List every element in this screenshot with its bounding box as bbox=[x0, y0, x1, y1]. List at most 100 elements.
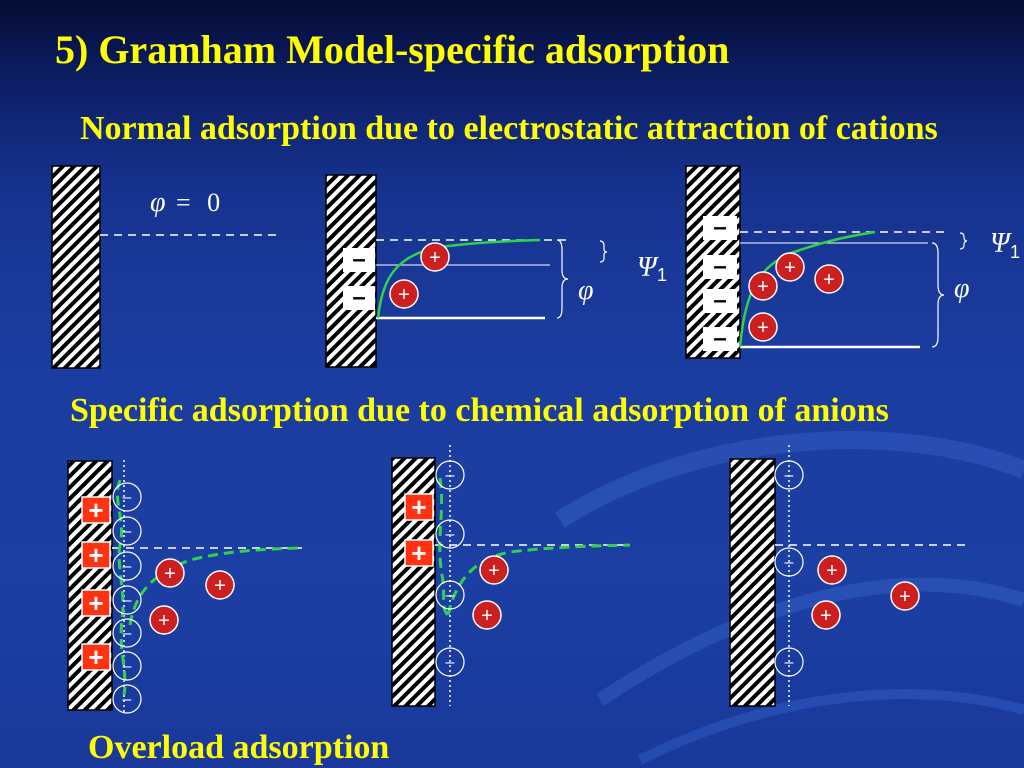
negative-charge-box bbox=[343, 286, 375, 310]
minus-sign: – bbox=[446, 526, 455, 543]
electrode-plate bbox=[51, 165, 101, 369]
plus-sign: + bbox=[826, 560, 838, 582]
adsorbed-anion: – bbox=[112, 585, 142, 615]
adsorbed-anion: – bbox=[774, 460, 804, 490]
diagram-overload-adsorption-c: –––+++ bbox=[729, 445, 970, 707]
potential-curve-dashed bbox=[438, 477, 450, 617]
anion-circle bbox=[435, 580, 465, 610]
surface-positive-charge: + bbox=[81, 588, 111, 618]
surface-positive-charge: + bbox=[81, 495, 111, 525]
surface-negative-charge: – bbox=[703, 325, 737, 352]
background-swirl bbox=[637, 689, 1024, 765]
plus-sign: + bbox=[88, 495, 103, 525]
cation-circle bbox=[814, 264, 844, 294]
diagram-overload-adsorption-a: ++++–––––––+++ bbox=[67, 460, 305, 715]
plus-sign: + bbox=[429, 247, 441, 269]
positive-charge-square bbox=[81, 541, 111, 569]
cation: + bbox=[205, 570, 235, 600]
adsorbed-anion: – bbox=[774, 647, 804, 677]
cation: + bbox=[748, 271, 778, 301]
surface-negative-charge: – bbox=[703, 214, 737, 241]
adsorbed-anion: – bbox=[774, 547, 804, 577]
surface-positive-charge: + bbox=[404, 538, 434, 568]
minus-sign: – bbox=[446, 587, 455, 604]
minus-sign: – bbox=[713, 253, 726, 280]
plus-sign: + bbox=[398, 284, 410, 306]
cation: + bbox=[748, 312, 778, 342]
psi-subscript: 1 bbox=[1010, 242, 1020, 262]
plus-sign: + bbox=[899, 586, 911, 608]
cation-circle bbox=[748, 312, 778, 342]
minus-sign: – bbox=[123, 489, 132, 506]
anion-circle bbox=[112, 618, 142, 648]
negative-charge-box bbox=[703, 289, 737, 313]
plus-sign: + bbox=[757, 276, 769, 298]
surface-positive-charge: + bbox=[81, 642, 111, 672]
plus-sign: + bbox=[214, 575, 226, 597]
adsorbed-anion: – bbox=[435, 647, 465, 677]
plus-sign: + bbox=[411, 492, 426, 522]
minus-sign: – bbox=[352, 284, 365, 311]
minus-sign: – bbox=[123, 658, 132, 675]
minus-sign: – bbox=[123, 625, 132, 642]
cation-circle bbox=[775, 252, 805, 282]
brace-large bbox=[931, 242, 945, 348]
negative-charge-box bbox=[343, 248, 375, 272]
cation-circle bbox=[811, 600, 841, 630]
plus-sign: + bbox=[88, 588, 103, 618]
surface-negative-charge: – bbox=[703, 287, 737, 314]
potential-curve-dashed bbox=[446, 543, 631, 616]
diagram-zero-potential: φ = 0 bbox=[51, 165, 280, 369]
electrode-plate bbox=[729, 458, 776, 707]
cation: + bbox=[479, 555, 509, 585]
diagram-normal-adsorption-a: φ – – + + bbox=[325, 174, 608, 368]
psi-symbol: Ψ bbox=[990, 228, 1012, 259]
adsorbed-anion: – bbox=[112, 651, 142, 681]
anion-circle bbox=[774, 547, 804, 577]
minus-sign: – bbox=[352, 246, 365, 273]
negative-charge-box bbox=[703, 255, 737, 279]
cation: + bbox=[149, 605, 179, 635]
surface-positive-charge: + bbox=[81, 540, 111, 570]
plus-sign: + bbox=[411, 538, 426, 568]
adsorbed-anion: – bbox=[112, 551, 142, 581]
plus-sign: + bbox=[823, 269, 835, 291]
plus-sign: + bbox=[757, 317, 769, 339]
heading-specific-adsorption: Specific adsorption due to chemical adso… bbox=[70, 392, 889, 429]
cation-circle bbox=[472, 600, 502, 630]
adsorbed-anion: – bbox=[435, 519, 465, 549]
cation-circle bbox=[155, 558, 185, 588]
equals-zero-label: = 0 bbox=[176, 188, 220, 217]
surface-negative-charge: – bbox=[343, 246, 375, 273]
cation-circle bbox=[890, 581, 920, 611]
cation-circle bbox=[205, 570, 235, 600]
brace-large bbox=[556, 239, 569, 319]
psi-symbol: Ψ bbox=[637, 252, 659, 283]
positive-charge-square bbox=[81, 496, 111, 524]
background-swirl bbox=[596, 577, 1024, 706]
positive-charge-square bbox=[404, 539, 434, 567]
cation: + bbox=[155, 558, 185, 588]
adsorbed-anion: – bbox=[435, 460, 465, 490]
cation-circle bbox=[817, 555, 847, 585]
minus-sign: – bbox=[123, 523, 132, 540]
adsorbed-anion: – bbox=[435, 580, 465, 610]
cation: + bbox=[814, 264, 844, 294]
cation: + bbox=[420, 242, 450, 272]
anion-circle bbox=[112, 651, 142, 681]
anion-circle bbox=[435, 647, 465, 677]
cation-circle bbox=[420, 242, 450, 272]
anion-circle bbox=[435, 460, 465, 490]
cation-circle bbox=[389, 279, 419, 309]
minus-sign: – bbox=[785, 554, 794, 571]
minus-sign: – bbox=[123, 592, 132, 609]
anion-circle bbox=[112, 585, 142, 615]
plus-sign: + bbox=[820, 605, 832, 627]
potential-curve bbox=[738, 230, 876, 348]
cation-circle bbox=[748, 271, 778, 301]
phi-symbol: φ bbox=[578, 275, 594, 306]
minus-sign: – bbox=[123, 558, 132, 575]
plus-sign: + bbox=[88, 642, 103, 672]
